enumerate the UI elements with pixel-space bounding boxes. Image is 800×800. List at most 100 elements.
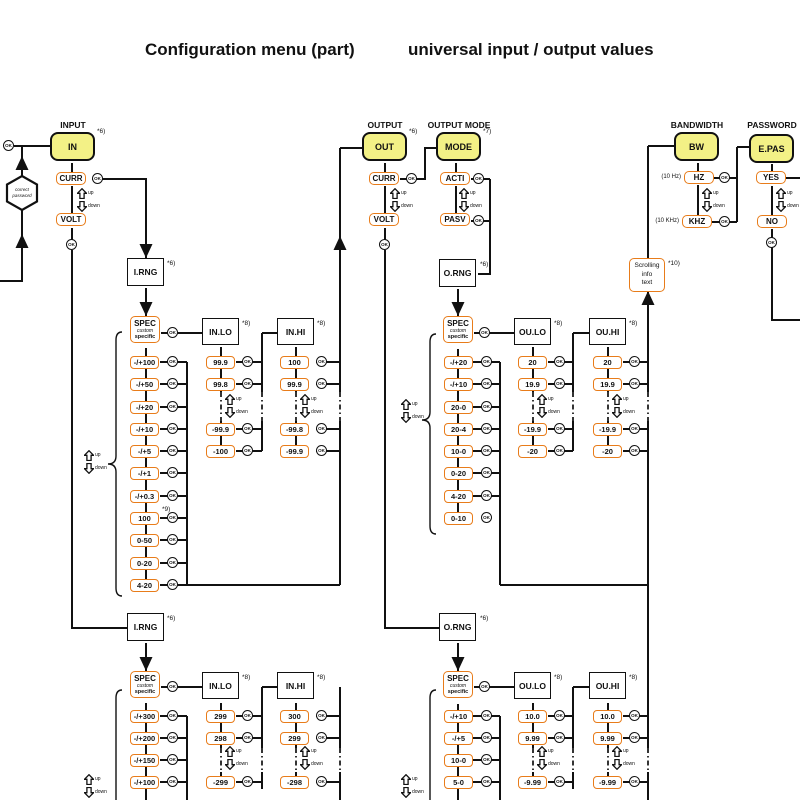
value-option: 99.8 <box>206 378 235 391</box>
ok-circle: OK <box>719 216 730 227</box>
box-inhi-2: IN.HI <box>277 672 314 699</box>
ok-circle: OK <box>316 732 327 743</box>
up-arrow-icon <box>225 745 235 757</box>
value-option: -/+20 <box>130 401 159 414</box>
ok-circle: OK <box>242 356 253 367</box>
value-option: 298 <box>206 732 235 745</box>
hex-line2: password <box>12 192 32 198</box>
ok-circle: OK <box>629 423 640 434</box>
ok-circle: OK <box>242 423 253 434</box>
note: *9) <box>162 506 171 513</box>
up-down-keys: up down <box>401 398 424 423</box>
up-down-keys: up down <box>776 187 799 212</box>
value-option: -99.9 <box>280 445 309 458</box>
value-option: 10-0 <box>444 445 473 458</box>
up-label: up <box>412 400 418 407</box>
ok-circle: OK <box>629 710 640 721</box>
ok-circle: OK <box>92 173 103 184</box>
down-label: down <box>311 408 323 415</box>
ok-circle: OK <box>554 710 565 721</box>
menu-bw: BW <box>674 132 719 161</box>
option-hz: HZ <box>684 171 714 184</box>
spec-title: SPEC <box>134 674 156 683</box>
down-arrow-icon <box>225 758 235 770</box>
down-label: down <box>401 202 413 209</box>
down-arrow-icon <box>300 406 310 418</box>
down-label: down <box>311 760 323 767</box>
scroll-line1: Scrolling <box>634 262 660 269</box>
up-arrow-icon <box>537 393 547 405</box>
note: *8) <box>242 674 251 681</box>
spec-specific: specific <box>134 689 156 695</box>
list-braces <box>107 331 437 800</box>
down-arrow-icon <box>225 406 235 418</box>
up-down-keys: up down <box>612 393 635 418</box>
option-volt-input: VOLT <box>56 213 86 226</box>
password-hexagon <box>5 174 39 212</box>
value-option: 10.0 <box>518 710 547 723</box>
ok-circle: OK <box>167 754 178 765</box>
up-label: up <box>713 189 719 196</box>
down-label: down <box>412 413 424 420</box>
up-down-keys: up down <box>225 393 248 418</box>
ok-circle: OK <box>481 732 492 743</box>
ok-circle: OK <box>167 534 178 545</box>
up-arrow-icon <box>225 393 235 405</box>
box-inlo-1: IN.LO <box>202 318 239 345</box>
ok-circle: OK <box>481 490 492 501</box>
note: *8) <box>554 674 563 681</box>
up-down-keys: up down <box>300 745 323 770</box>
ok-circle: OK <box>242 710 253 721</box>
ok-circle: OK <box>473 215 484 226</box>
value-option: 10-0 <box>444 754 473 767</box>
ok-circle: OK <box>481 710 492 721</box>
ok-circle: OK <box>167 557 178 568</box>
ok-circle: OK <box>167 401 178 412</box>
note: *8) <box>554 320 563 327</box>
value-option: -/+10 <box>444 710 473 723</box>
option-no: NO <box>757 215 787 228</box>
up-label: up <box>623 395 629 402</box>
ok-circle: OK <box>167 467 178 478</box>
value-option: -/+5 <box>444 732 473 745</box>
up-down-keys: up down <box>537 745 560 770</box>
up-label: up <box>470 189 476 196</box>
ok-circle: OK <box>479 327 490 338</box>
page-title-right: universal input / output values <box>408 40 654 59</box>
down-label: down <box>88 202 100 209</box>
ok-circle: OK <box>481 401 492 412</box>
up-down-keys: up down <box>702 187 725 212</box>
up-arrow-icon <box>390 187 400 199</box>
ok-circle: OK <box>167 490 178 501</box>
ok-circle: OK <box>766 237 777 248</box>
note: *8) <box>242 320 251 327</box>
up-arrow-icon <box>459 187 469 199</box>
box-spec-4: SPEC custom specific <box>443 671 473 698</box>
ok-circle: OK <box>481 512 492 523</box>
khz-hint: (10 KHz) <box>655 218 679 224</box>
value-option: -299 <box>206 776 235 789</box>
hz-hint: (10 Hz) <box>661 174 681 180</box>
value-option: 100 <box>130 512 159 525</box>
note: *6) <box>167 615 176 622</box>
up-label: up <box>95 775 101 782</box>
menu-out: OUT <box>362 132 407 161</box>
note: *6) <box>409 128 418 135</box>
option-curr-output: CURR <box>369 172 399 185</box>
menu-in: IN <box>50 132 95 161</box>
up-down-keys: up down <box>537 393 560 418</box>
value-option: -/+200 <box>130 732 159 745</box>
value-option: 5-0 <box>444 776 473 789</box>
up-label: up <box>623 747 629 754</box>
ok-circle: OK <box>316 776 327 787</box>
box-inhi-1: IN.HI <box>277 318 314 345</box>
ok-circle: OK <box>167 327 178 338</box>
option-volt-output: VOLT <box>369 213 399 226</box>
ok-circle: OK <box>316 445 327 456</box>
box-spec-1: SPEC custom specific <box>130 316 160 343</box>
ok-circle: OK <box>167 776 178 787</box>
up-down-keys: up down <box>401 773 424 798</box>
menu-mode: MODE <box>436 132 481 161</box>
value-option: 19.9 <box>593 378 622 391</box>
value-option: 100 <box>280 356 309 369</box>
